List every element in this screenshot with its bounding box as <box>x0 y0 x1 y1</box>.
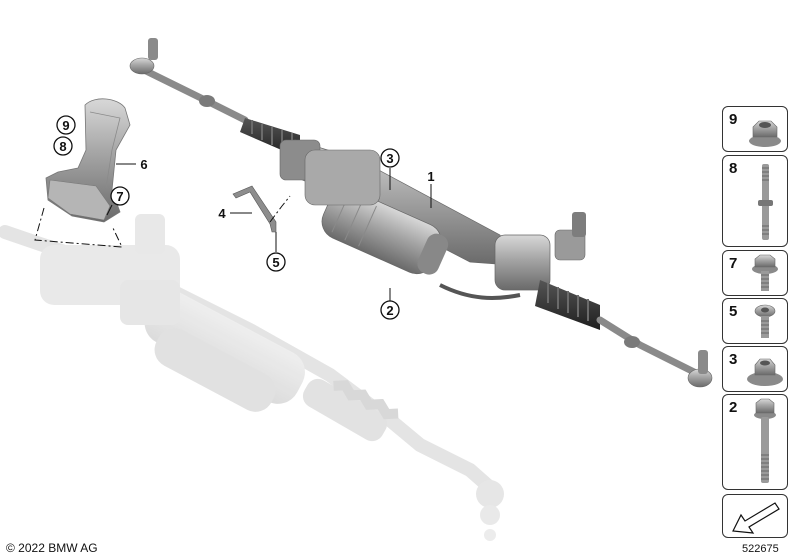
steering-gear <box>129 38 713 388</box>
callout-7: 7 <box>110 186 130 206</box>
part-number: 5 <box>729 303 738 320</box>
part-number: 9 <box>729 111 738 128</box>
callout-3: 3 <box>380 148 400 168</box>
stud-bolt-icon <box>758 164 773 240</box>
svg-text:6: 6 <box>140 157 147 172</box>
callout-5: 5 <box>266 252 286 272</box>
svg-text:4: 4 <box>218 206 226 221</box>
hex-flange-nut-icon <box>749 120 781 147</box>
svg-text:1: 1 <box>427 169 434 184</box>
part-number: 3 <box>729 351 738 368</box>
svg-text:2: 2 <box>386 303 393 318</box>
svg-text:9: 9 <box>62 118 69 133</box>
copyright-text: © 2022 BMW AG <box>6 541 98 555</box>
callout-8: 8 <box>53 136 73 156</box>
parts-panel-orientation <box>722 494 788 538</box>
part-number: 2 <box>729 399 738 416</box>
heat-shield <box>45 98 131 223</box>
parts-panel-item-8: 8 <box>722 155 788 247</box>
parts-panel-item-9: 9 <box>722 106 788 152</box>
part-number: 7 <box>729 255 738 272</box>
svg-text:7: 7 <box>116 189 123 204</box>
svg-text:8: 8 <box>59 139 66 154</box>
leader-lines <box>106 163 432 302</box>
svg-text:5: 5 <box>272 255 279 270</box>
callout-4: 4 <box>218 206 226 221</box>
callout-9: 9 <box>56 115 76 135</box>
ghost-steering-gear <box>0 214 504 541</box>
part-number: 8 <box>729 160 738 177</box>
parts-panel-item-3: 3 <box>722 346 788 392</box>
parts-panel-item-7: 7 <box>722 250 788 296</box>
heat-shield-position-line <box>34 207 123 248</box>
callout-1: 1 <box>427 169 434 184</box>
parts-panel-item-5: 5 <box>722 298 788 344</box>
hex-flange-bolt-icon <box>752 254 778 291</box>
callout-2: 2 <box>380 300 400 320</box>
long-hex-bolt-icon <box>754 398 776 483</box>
svg-text:3: 3 <box>386 151 393 166</box>
diagram-id: 522675 <box>742 543 779 555</box>
torx-bolt-icon <box>754 304 776 338</box>
callout-6: 6 <box>140 157 147 172</box>
parts-panel-item-2: 2 <box>722 394 788 490</box>
hex-nut-icon <box>747 358 783 386</box>
orientation-arrow-icon <box>732 502 780 534</box>
bracket <box>232 185 291 233</box>
